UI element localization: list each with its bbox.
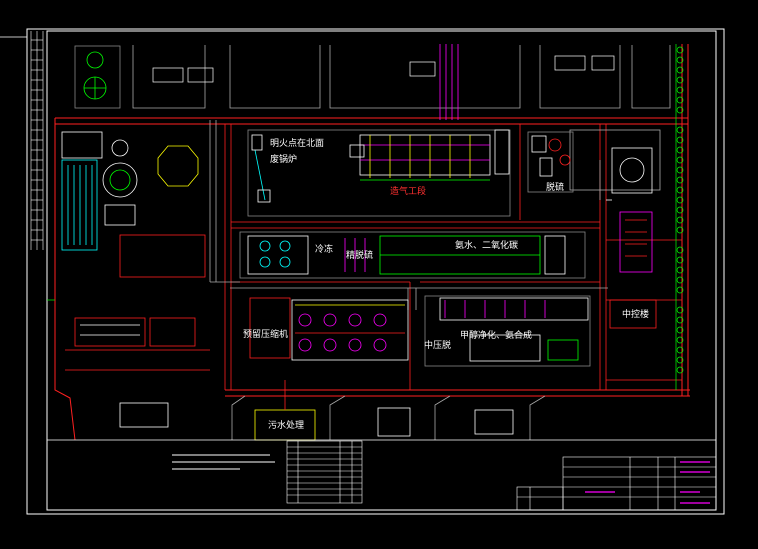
desulfurization-label: 脱硫: [546, 183, 565, 193]
inner-frame: [46, 30, 717, 511]
legend-table: [286, 440, 363, 504]
nw-tanks: [74, 45, 121, 109]
sw-buildings: [65, 317, 210, 428]
title-block-accents: [585, 461, 710, 504]
internal-roads: [224, 124, 682, 390]
green-hedge: [47, 44, 684, 390]
compressor-area: [249, 297, 409, 361]
south-buildings: [231, 380, 546, 441]
synthesis-label: 甲醇净化、氨合成: [460, 331, 533, 341]
waste-boiler-label: 废锅炉: [270, 155, 298, 165]
cooling-area: [239, 231, 586, 279]
title-block: [516, 456, 717, 511]
gas-section-label: 造气工段: [390, 187, 427, 197]
ammonia-co2-label: 氨水、二氧化碳: [455, 241, 519, 251]
desulf-area: [527, 131, 653, 273]
north-small-buildings: [152, 55, 615, 83]
left-ruler: [30, 31, 44, 250]
wastewater-label: 污水处理: [268, 421, 305, 431]
middle-control-building: [609, 299, 657, 329]
outer-frame: [26, 28, 725, 515]
plant-boundary: [54, 44, 690, 441]
synthesis-area: [424, 295, 591, 367]
open-flame-label: 明火点在北面: [270, 139, 325, 149]
fine-desulf-label: 精脱硫: [346, 251, 374, 261]
pre-compressor-label: 预留压缩机: [243, 330, 289, 340]
notes-block: [172, 454, 275, 470]
north-zones: [132, 45, 671, 191]
med-pressure-label: 中压脱: [424, 341, 452, 351]
water-treatment: [61, 131, 206, 278]
cooling-label: 冷冻: [315, 245, 334, 255]
middle-control-label: 中控楼: [622, 310, 650, 320]
gas-production-area: [247, 129, 511, 217]
pipe-ducts: [209, 120, 608, 310]
north-pipe-rack: [439, 44, 459, 120]
